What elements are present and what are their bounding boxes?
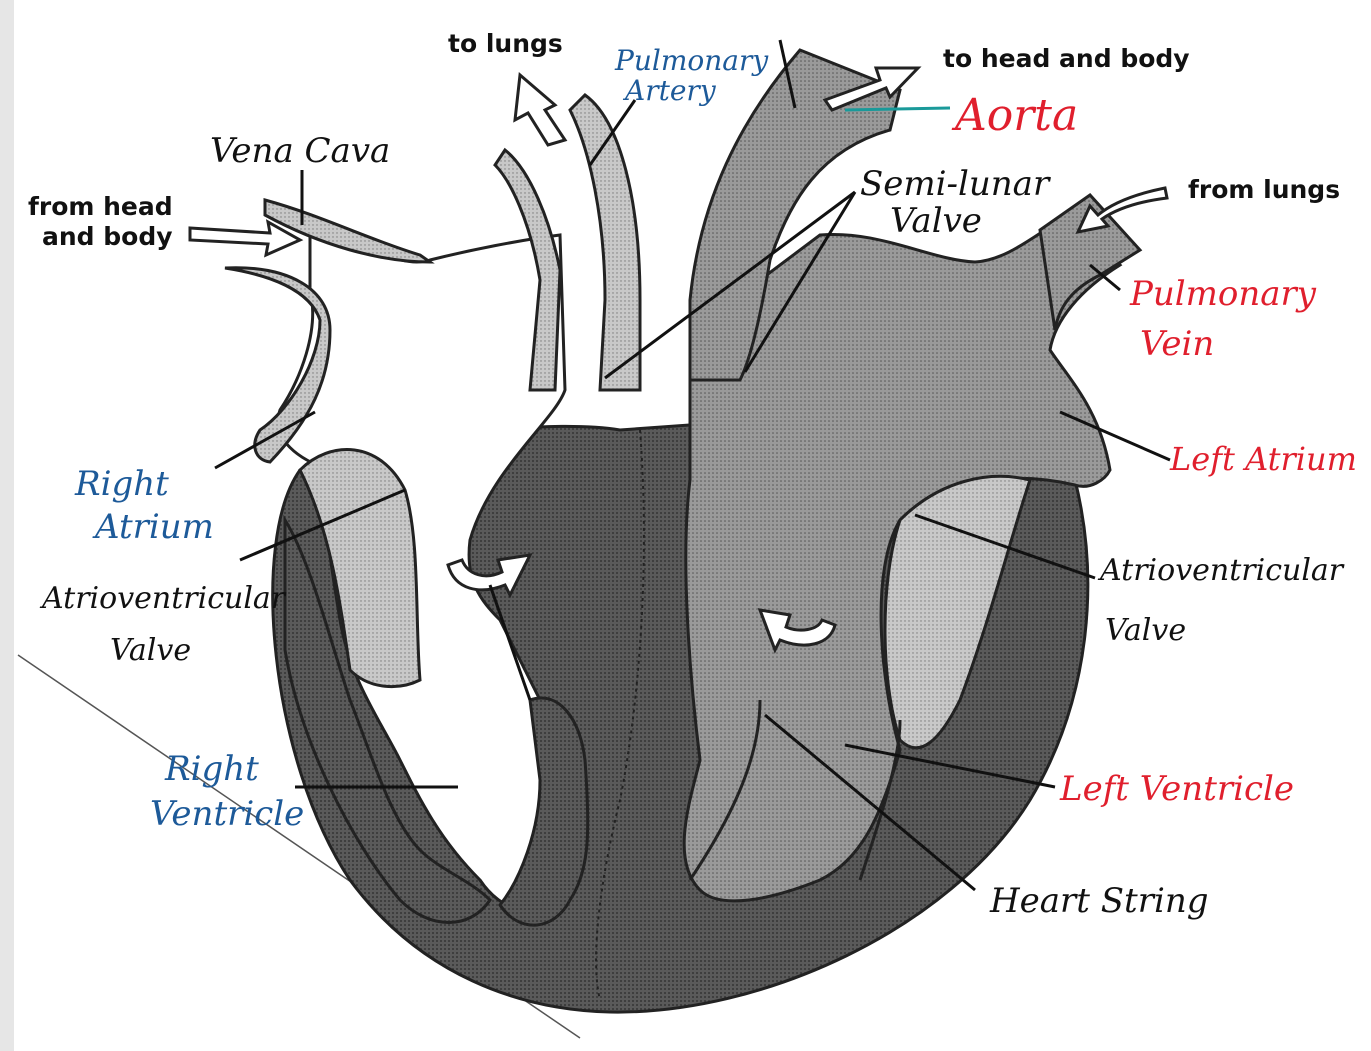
hand-semilunar-2: Valve: [890, 201, 982, 241]
label-to-head-and-body: to head and body: [943, 44, 1190, 73]
left-side-flow-arrow: [757, 608, 837, 654]
label-from-head-line1: from head: [28, 192, 173, 221]
hand-left-atrium: Left Atrium: [1169, 440, 1357, 478]
right-side-flow-arrow: [446, 553, 533, 599]
hand-right-atrium-2: Atrium: [92, 507, 214, 547]
hand-right-ventricle-1: Right: [164, 749, 259, 789]
right-av-valve-flap: [298, 448, 422, 689]
hand-semilunar-1: Semi-lunar: [860, 164, 1051, 204]
left-av-valve-flap: [883, 474, 1032, 750]
hand-av-valve-left-1: Atrioventricular: [39, 581, 287, 616]
aorta-vessel: [688, 48, 902, 382]
hand-left-ventricle: Left Ventricle: [1059, 769, 1294, 809]
hand-vena-cava: Vena Cava: [210, 131, 390, 171]
hand-av-valve-right-2: Valve: [1105, 613, 1186, 648]
hand-av-valve-right-1: Atrioventricular: [1097, 553, 1345, 588]
chordae-tendineae: [688, 699, 902, 881]
pulmonary-vein-vessel: [1038, 193, 1143, 331]
hand-right-atrium-1: Right: [74, 464, 169, 504]
label-from-lungs: from lungs: [1188, 175, 1340, 204]
pulmonary-artery-branch: [493, 147, 562, 392]
label-to-lungs: to lungs: [448, 29, 563, 58]
hand-pulmonary-vein-1: Pulmonary: [1129, 274, 1317, 314]
right-ventricle-septum: [498, 696, 590, 927]
from-lungs-arrow: [1075, 186, 1169, 235]
hand-aorta: Aorta: [951, 90, 1078, 141]
right-ventricle-muscle: [283, 514, 492, 924]
hand-av-valve-left-2: Valve: [110, 633, 191, 668]
vena-cava-lower-wall: [224, 266, 332, 464]
pulmonary-artery-vessel: [568, 93, 642, 392]
hand-pulmonary-artery-1: Pulmonary: [614, 44, 769, 77]
hand-right-ventricle-2: Ventricle: [150, 794, 304, 834]
vena-cava-vessel: [263, 198, 435, 264]
to-head-arrow: [822, 66, 922, 112]
leader-lines: [214, 39, 1171, 892]
page-edge-shadow: [0, 0, 14, 1051]
label-from-head-line2: and body: [42, 222, 173, 251]
hand-pulmonary-vein-2: Vein: [1140, 324, 1214, 364]
hand-heart-string: Heart String: [989, 881, 1209, 921]
hand-pulmonary-artery-2: Artery: [622, 74, 717, 107]
to-lungs-arrow: [513, 72, 568, 147]
from-head-arrow: [188, 219, 304, 258]
